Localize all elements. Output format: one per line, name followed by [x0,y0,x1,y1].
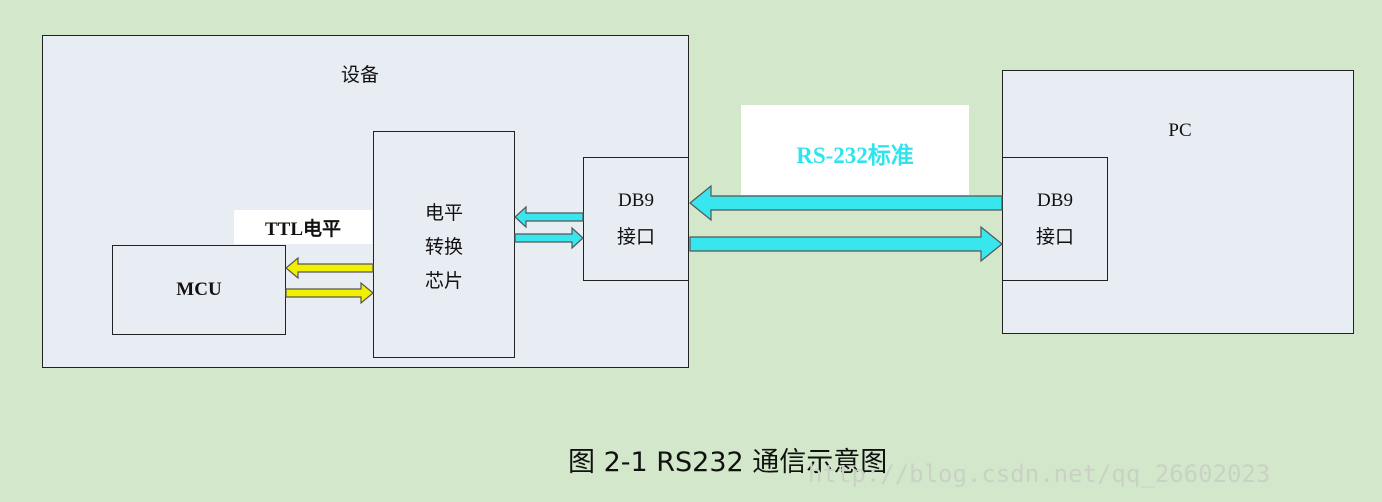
converter-line1: 电平 [424,203,463,224]
ttl-banner [234,210,372,244]
converter-line3: 芯片 [424,271,463,292]
rs232-banner [741,105,969,195]
yellow-arrow-left [285,256,374,280]
ttl-label: TTL电平 [264,219,342,240]
cyan-big-arrow-left [689,184,1003,222]
pc-db9-line2: 接口 [1035,227,1074,248]
mcu-label: MCU [176,279,222,300]
yellow-arrow-right [285,281,374,305]
converter-box [373,131,515,358]
device-db9-line2: 接口 [616,227,655,248]
pc-db9-line1: DB9 [1037,190,1073,211]
rs232-label: RS-232标准 [796,143,914,168]
device-title: 设备 [340,65,379,86]
mcu-box [112,245,286,335]
figure-caption: 图 2-1 RS232 通信示意图 [568,447,888,478]
device-db9-line1: DB9 [618,190,654,211]
cyan-big-arrow-right [689,225,1003,263]
pc-title: PC [1168,120,1192,141]
pc-db9-box [1002,157,1108,281]
converter-line2: 转换 [424,237,463,258]
cyan-small-arrow-right [514,226,584,250]
watermark: http://blog.csdn.net/qq_26602023 [808,460,1271,488]
cyan-small-arrow-left [514,205,584,229]
